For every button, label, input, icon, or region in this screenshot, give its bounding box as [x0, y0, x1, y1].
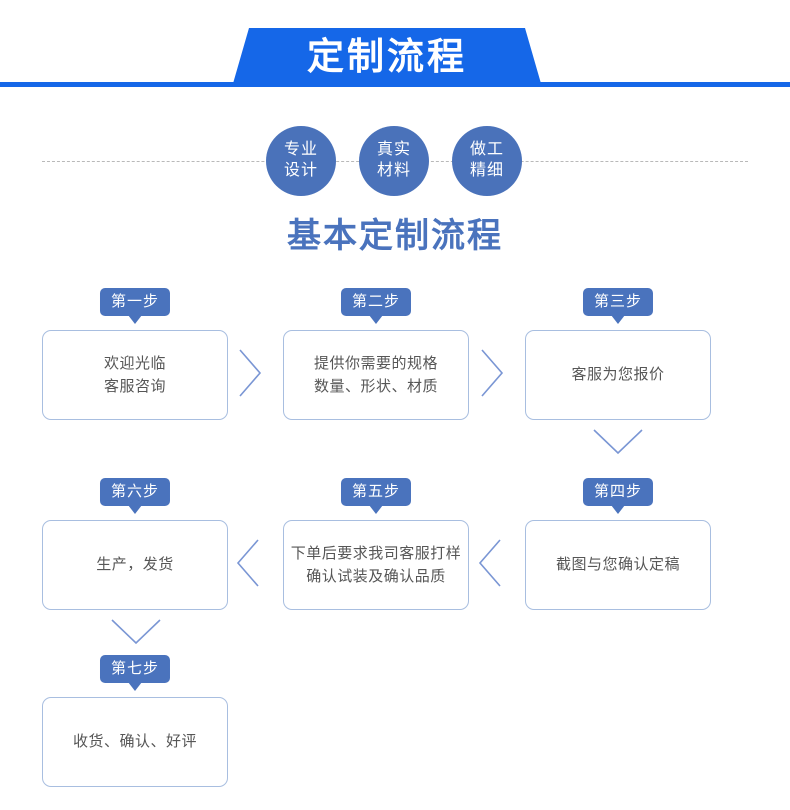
flow-step-1-line1: 欢迎光临 [103, 354, 166, 372]
feature-circle-craft-line2: 精细 [469, 162, 504, 179]
flow-step-6-box: 生产，发货 [42, 520, 228, 610]
page-banner: 定制流程 [0, 0, 790, 100]
banner-trapezoid [232, 28, 542, 87]
flow-step-1-box: 欢迎光临 客服咨询 [42, 330, 228, 420]
feature-circle-craft: 做工 精细 [452, 126, 522, 196]
flow-step-3-badge: 第三步 [582, 288, 654, 316]
flow-step-1-badge: 第一步 [99, 288, 171, 316]
feature-circle-material: 真实 材料 [359, 126, 429, 196]
flow-step-5-line2: 确认试装及确认品质 [306, 568, 446, 585]
feature-highlights: 专业 设计 真实 材料 做工 精细 [0, 126, 790, 198]
feature-circle-design-line1: 专业 [283, 141, 318, 159]
flow-step-5-badge: 第五步 [340, 478, 412, 506]
flow-step-7-line1: 收货、确认、好评 [72, 733, 197, 751]
feature-circle-design: 专业 设计 [266, 126, 336, 196]
flow-step-2-badge: 第二步 [340, 288, 412, 316]
feature-circle-design-line2: 设计 [283, 162, 318, 179]
flow-step-7-badge: 第七步 [99, 655, 171, 683]
flow-step-2-line2: 数量、形状、材质 [313, 378, 438, 395]
feature-circle-material-line2: 材料 [376, 162, 411, 179]
flow-step-4-box: 截图与您确认定稿 [525, 520, 711, 610]
page-title: 定制流程 [307, 36, 467, 77]
flow-step-3-line1: 客服为您报价 [571, 366, 665, 384]
flow-step-5-line1: 下单后要求我司客服打样 [290, 544, 462, 562]
flow-step-1-line2: 客服咨询 [103, 378, 166, 395]
flow-step-4-line1: 截图与您确认定稿 [555, 556, 680, 574]
flow-step-6-badge: 第六步 [99, 478, 171, 506]
section-title: 基本定制流程 [287, 217, 503, 255]
feature-circle-material-line1: 真实 [376, 141, 411, 159]
flow-step-4-badge: 第四步 [582, 478, 654, 506]
feature-circle-craft-line1: 做工 [469, 141, 504, 159]
flow-step-5-box: 下单后要求我司客服打样 确认试装及确认品质 [283, 520, 469, 610]
flow-step-7-box: 收货、确认、好评 [42, 697, 228, 787]
flow-step-6-line1: 生产，发货 [96, 556, 174, 574]
flow-step-2-box: 提供你需要的规格 数量、形状、材质 [283, 330, 469, 420]
flow-step-3-box: 客服为您报价 [525, 330, 711, 420]
flow-step-2-line1: 提供你需要的规格 [313, 354, 438, 372]
